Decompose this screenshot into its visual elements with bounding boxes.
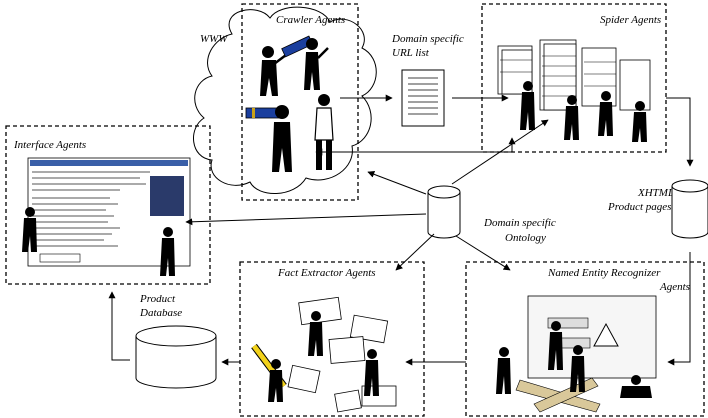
product-database-label-2: Database: [139, 307, 182, 319]
xhtml-label-1: XHTML: [637, 187, 674, 199]
fact-extractor-agents-box: [239, 261, 425, 417]
crawler-figure-1: [260, 35, 314, 96]
ner-figures: [496, 295, 657, 413]
arrow-ontology-to-ner: [455, 235, 511, 271]
product-database-label-1: Product: [139, 293, 176, 305]
arrow-ontology-to-fact: [395, 233, 435, 271]
laptop-icon: [150, 176, 184, 216]
arrow-ontology-to-interface: [185, 213, 427, 226]
arrow-spider-to-xhtml: [666, 97, 694, 167]
url-list-document-icon: [401, 69, 445, 127]
fact-extractor-figures: [251, 296, 397, 413]
arrow-xhtml-to-ner: [667, 252, 691, 366]
ontology-database-icon: [427, 185, 461, 239]
www-label: WWW: [200, 33, 228, 45]
spider-agents-label: Spider Agents: [600, 14, 661, 26]
ner-agents-label-2: Agents: [659, 281, 690, 293]
paper-stack-icon: [581, 47, 617, 107]
spider-figures: [497, 39, 651, 142]
url-list-label-1: Domain specific: [391, 33, 464, 45]
product-database-icon: [135, 325, 217, 389]
flow-arrows: [108, 94, 694, 366]
arrow-ontology-to-spider: [451, 119, 549, 185]
ontology-label-2: Ontology: [505, 232, 546, 244]
xhtml-database-icon: [671, 179, 708, 239]
crawler-figure-2: [304, 38, 329, 90]
paper-stack-icon: [619, 59, 651, 111]
telescope-icon: [245, 107, 281, 119]
fact-extractor-agents-label: Fact Extractor Agents: [277, 267, 376, 279]
xhtml-label-2: Product pages: [607, 201, 671, 213]
crawler-agents-label: Crawler Agents: [276, 14, 345, 26]
crawler-agents-box: [241, 3, 359, 201]
ontology-label-1: Domain specific: [483, 217, 556, 229]
interface-agents-label: Interface Agents: [13, 139, 86, 151]
arrow-ontology-to-crawler: [367, 170, 427, 195]
arrow-spider-crawler-link: [315, 137, 516, 156]
crawler-figure-3: [245, 105, 292, 172]
spider-agents-box: [481, 3, 667, 153]
named-entity-recognizer-box: [465, 261, 705, 417]
ner-agents-label-1: Named Entity Recognizer: [547, 267, 661, 279]
product-page-screenshot-icon: [22, 157, 191, 276]
interface-agents-box: [5, 125, 211, 285]
arrow-product-db-to-interface: [108, 291, 130, 361]
url-list-label-2: URL list: [392, 47, 430, 59]
